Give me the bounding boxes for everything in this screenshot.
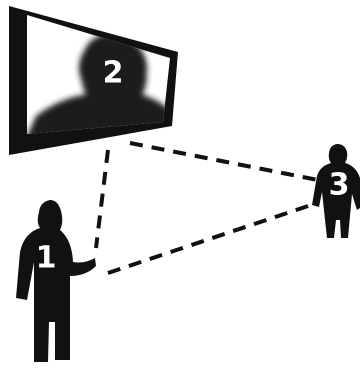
label-1: 1 (36, 241, 57, 276)
line-screen-to-person-3 (130, 143, 318, 180)
label-3: 3 (329, 168, 350, 203)
line-person-1-to-person-3 (108, 204, 314, 273)
person-1-silhouette (16, 200, 96, 362)
label-2: 2 (103, 56, 124, 91)
connection-lines (96, 143, 318, 273)
person-1: 1 (16, 200, 96, 362)
person-3: 3 (312, 144, 360, 238)
line-screen-to-person-1 (96, 150, 108, 248)
tv-screen: 2 (9, 6, 178, 155)
